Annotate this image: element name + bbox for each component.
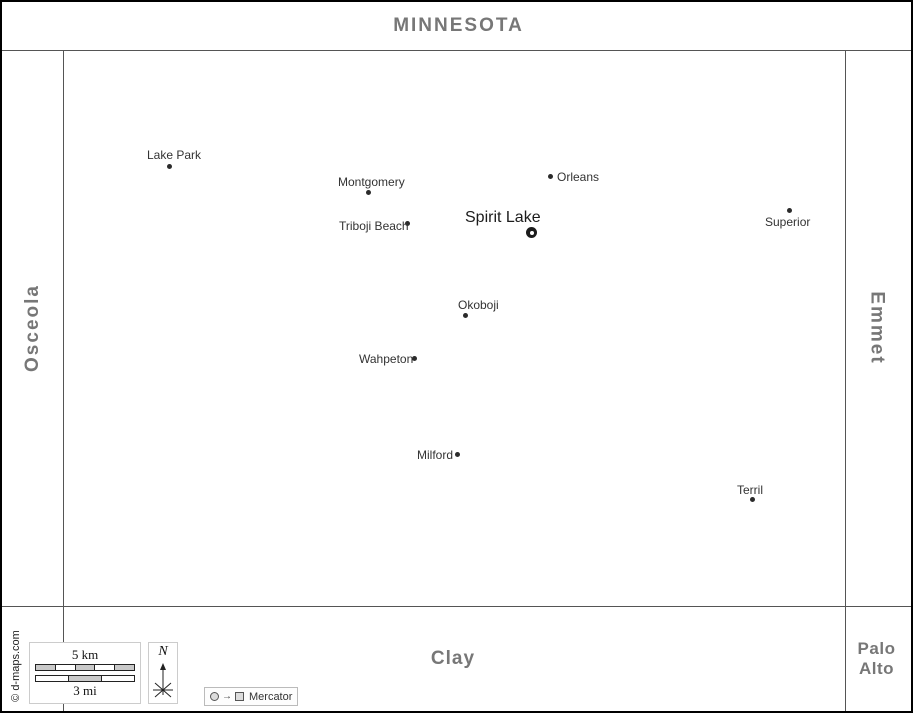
city-dot[interactable]: [750, 497, 755, 502]
city-label[interactable]: Lake Park: [147, 148, 202, 162]
neighbor-label-southeast: Palo Alto: [842, 606, 911, 711]
scale-bar-km: [35, 664, 135, 671]
scale-segment: [101, 676, 134, 681]
city-label[interactable]: Montgomery: [338, 175, 405, 189]
neighbor-east-text: Emmet: [866, 291, 888, 365]
compass-rose-icon: [150, 659, 176, 704]
copyright-notice: © d-maps.com: [6, 624, 26, 708]
scale-bar: 5 km 3 mi: [29, 642, 141, 704]
city-dot[interactable]: [548, 174, 553, 179]
city-label[interactable]: Okoboji: [458, 298, 499, 312]
compass-rose: N: [148, 642, 178, 704]
scale-segment: [36, 665, 55, 670]
city-label[interactable]: Milford: [417, 448, 454, 462]
projection-badge[interactable]: → Mercator: [204, 687, 299, 706]
county-boundary-southeast: [845, 606, 846, 711]
neighbor-north-text: MINNESOTA: [393, 15, 524, 36]
city-label[interactable]: Superior: [765, 215, 811, 229]
neighbor-west-text: Osceola: [21, 284, 43, 372]
projection-label: Mercator: [249, 690, 293, 703]
scale-segment: [94, 665, 115, 670]
globe-circle-icon: [210, 692, 219, 701]
city-dot[interactable]: [412, 356, 417, 361]
city-label[interactable]: Triboji Beach: [339, 219, 409, 233]
county-boundary-west: [63, 50, 64, 711]
plane-square-icon: [235, 692, 244, 701]
scale-segment: [114, 665, 134, 670]
scale-mi-label: 3 mi: [73, 683, 97, 698]
city-dot[interactable]: [405, 221, 410, 226]
neighbor-label-west: Osceola: [2, 50, 63, 606]
city-dot[interactable]: [787, 208, 792, 213]
city-label[interactable]: Orleans: [557, 170, 600, 184]
neighbor-south-text: Clay: [430, 647, 476, 669]
compass-north-letter: N: [158, 644, 168, 659]
county-boundary-east: [845, 50, 846, 711]
city-label[interactable]: Wahpeton: [359, 352, 414, 366]
neighbor-southeast-text-line1: Palo: [857, 639, 896, 659]
neighbor-label-east: Emmet: [842, 50, 911, 606]
scale-segment: [74, 665, 95, 670]
arrow-right-icon: →: [222, 690, 232, 702]
city-dot[interactable]: [167, 164, 172, 169]
county-boundary-north: [2, 50, 911, 51]
county-seat-marker[interactable]: [526, 227, 537, 238]
scale-segment: [68, 676, 101, 681]
county-boundary-south: [2, 606, 911, 607]
city-label[interactable]: Terril: [737, 483, 763, 497]
city-dot[interactable]: [366, 190, 371, 195]
neighbor-label-south: Clay: [63, 606, 843, 711]
city-dot[interactable]: [463, 313, 468, 318]
neighbor-label-north: MINNESOTA: [2, 2, 911, 50]
scale-segment: [36, 676, 68, 681]
county-seat-label[interactable]: Spirit Lake: [465, 209, 541, 226]
scale-segment: [54, 665, 75, 670]
copyright-text: © d-maps.com: [10, 630, 22, 702]
scale-km-label: 5 km: [71, 646, 99, 662]
city-dot[interactable]: [455, 452, 460, 457]
neighbor-southeast-text-line2: Alto: [858, 658, 895, 678]
scale-bar-mi: [35, 675, 135, 682]
